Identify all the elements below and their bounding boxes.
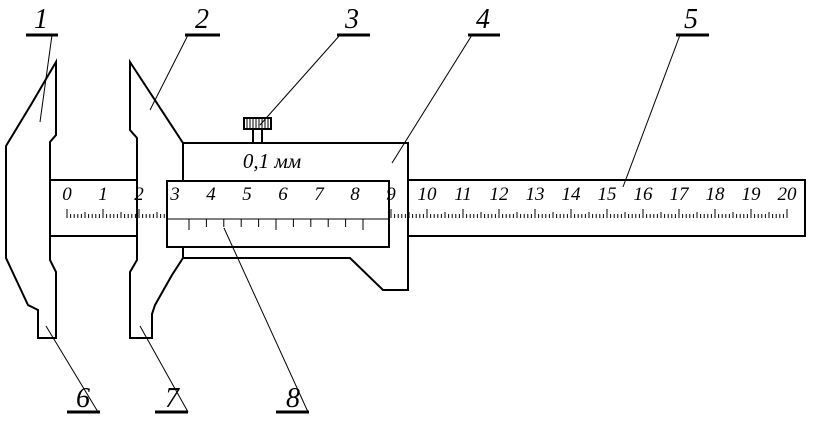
callout-5: 5	[684, 4, 698, 35]
main-scale-number: 16	[634, 184, 654, 205]
vernier-window	[166, 180, 390, 248]
callout-6: 6	[76, 383, 90, 414]
main-scale-number: 2	[134, 184, 144, 205]
main-scale-number: 15	[598, 184, 617, 205]
main-scale-number: 20	[778, 184, 798, 205]
fixed-jaw	[5, 58, 57, 339]
callout-2: 2	[195, 4, 209, 35]
main-scale-number: 17	[670, 184, 691, 205]
precision-label: 0,1 мм	[243, 149, 301, 173]
movable-jaw	[129, 58, 184, 339]
main-scale-number: 5	[242, 184, 252, 205]
callout-1: 1	[34, 4, 48, 35]
main-scale-number: 7	[314, 184, 325, 205]
main-scale-number: 0	[62, 184, 72, 205]
main-scale-number: 8	[350, 184, 360, 205]
main-scale-number: 10	[418, 184, 438, 205]
main-scale-ticks	[66, 209, 788, 218]
callout-8: 8	[286, 383, 300, 414]
main-scale-number: 12	[490, 184, 510, 205]
main-scale-number: 9	[386, 184, 396, 205]
callout-7: 7	[165, 383, 180, 414]
main-scale-number: 4	[206, 184, 216, 205]
main-scale-number: 13	[526, 184, 545, 205]
main-scale-number: 19	[742, 184, 762, 205]
main-scale-number: 6	[278, 184, 288, 205]
callout-underlines	[26, 33, 709, 414]
callout-3: 3	[344, 4, 359, 35]
callout-leaders	[39, 34, 681, 413]
main-scale-number: 11	[454, 184, 472, 205]
main-scale-number: 3	[169, 184, 180, 205]
clamp-screw	[243, 117, 272, 144]
main-scale-number: 1	[98, 184, 108, 205]
vernier-scale-ticks	[188, 219, 364, 230]
main-scale-number: 14	[562, 184, 582, 205]
main-scale-number: 18	[706, 184, 726, 205]
callout-4: 4	[476, 4, 490, 35]
